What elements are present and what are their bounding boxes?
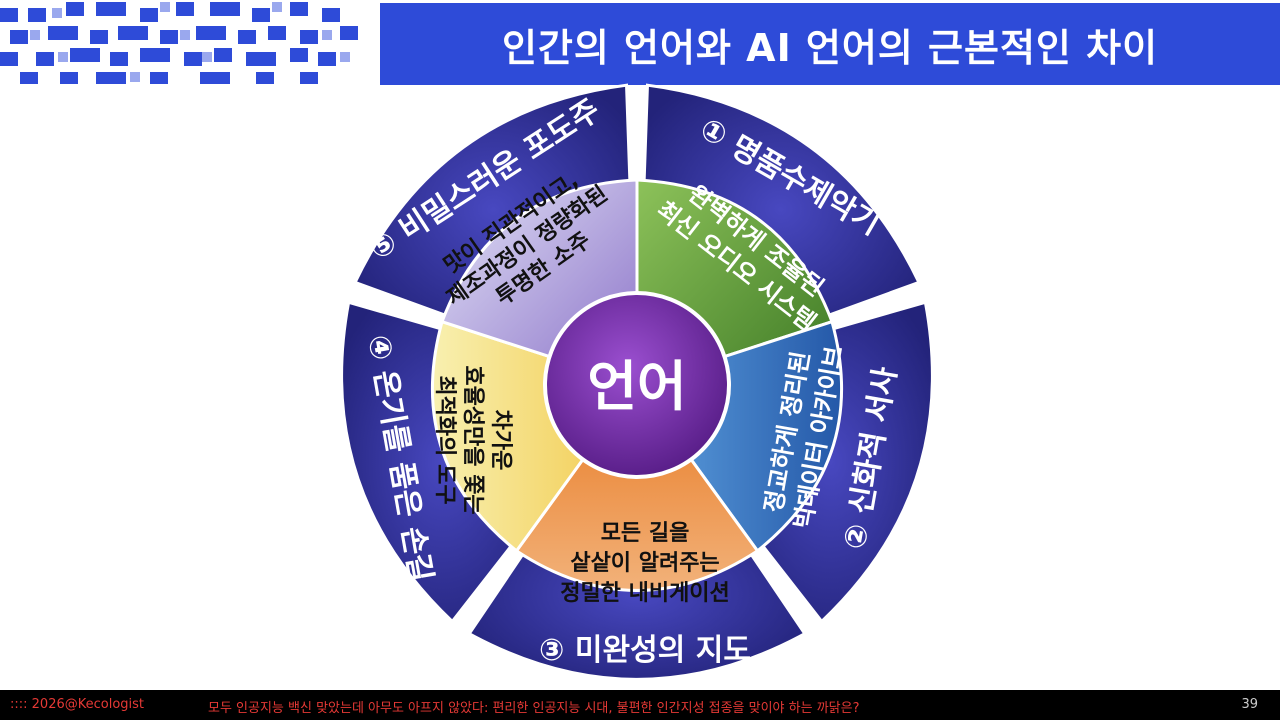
- svg-text:최적화의 도구: 최적화의 도구: [432, 375, 457, 504]
- wedge-3: [514, 382, 760, 592]
- page-number: 39: [1241, 697, 1258, 712]
- svg-text:차가운: 차가운: [488, 410, 513, 471]
- title-bar: [380, 3, 1280, 85]
- svg-text:효율성만을 쫓는: 효율성만을 쫓는: [460, 365, 485, 514]
- header: 인간의 언어와 AI 언어의 근본적인 차이: [0, 0, 1280, 90]
- center-label: 언어: [587, 355, 686, 418]
- pixel-mosaic-logo: [0, 2, 358, 84]
- svg-text:정밀한 내비게이션: 정밀한 내비게이션: [560, 581, 730, 606]
- footer-credit: :::: 2026@Kecologist: [10, 697, 145, 712]
- petal-label-3: ③ 미완성의 지도: [539, 633, 751, 668]
- svg-text:샅샅이 알려주는: 샅샅이 알려주는: [570, 551, 719, 576]
- svg-text:모든 길을: 모든 길을: [601, 521, 690, 546]
- page-title: 인간의 언어와 AI 언어의 근본적인 차이: [501, 25, 1159, 70]
- footer: :::: 2026@Kecologist 모두 인공지능 백신 맞았는데 아무도…: [0, 690, 1280, 720]
- language-flower-diagram: 언어 ① 명품수제악기 ② 신화적 서사 ③ 미완성의 지도 ④ 온기를 품은 …: [340, 83, 934, 681]
- center-circle: [543, 291, 731, 479]
- wedge-text-3: 모든 길을 샅샅이 알려주는 정밀한 내비게이션: [560, 521, 730, 606]
- wedge-text-4: 차가운 효율성만을 쫓는 최적화의 도구: [432, 365, 513, 514]
- footer-book-title: 모두 인공지능 백신 맞았는데 아무도 아프지 않았다: 편리한 인공지능 시대…: [208, 701, 860, 716]
